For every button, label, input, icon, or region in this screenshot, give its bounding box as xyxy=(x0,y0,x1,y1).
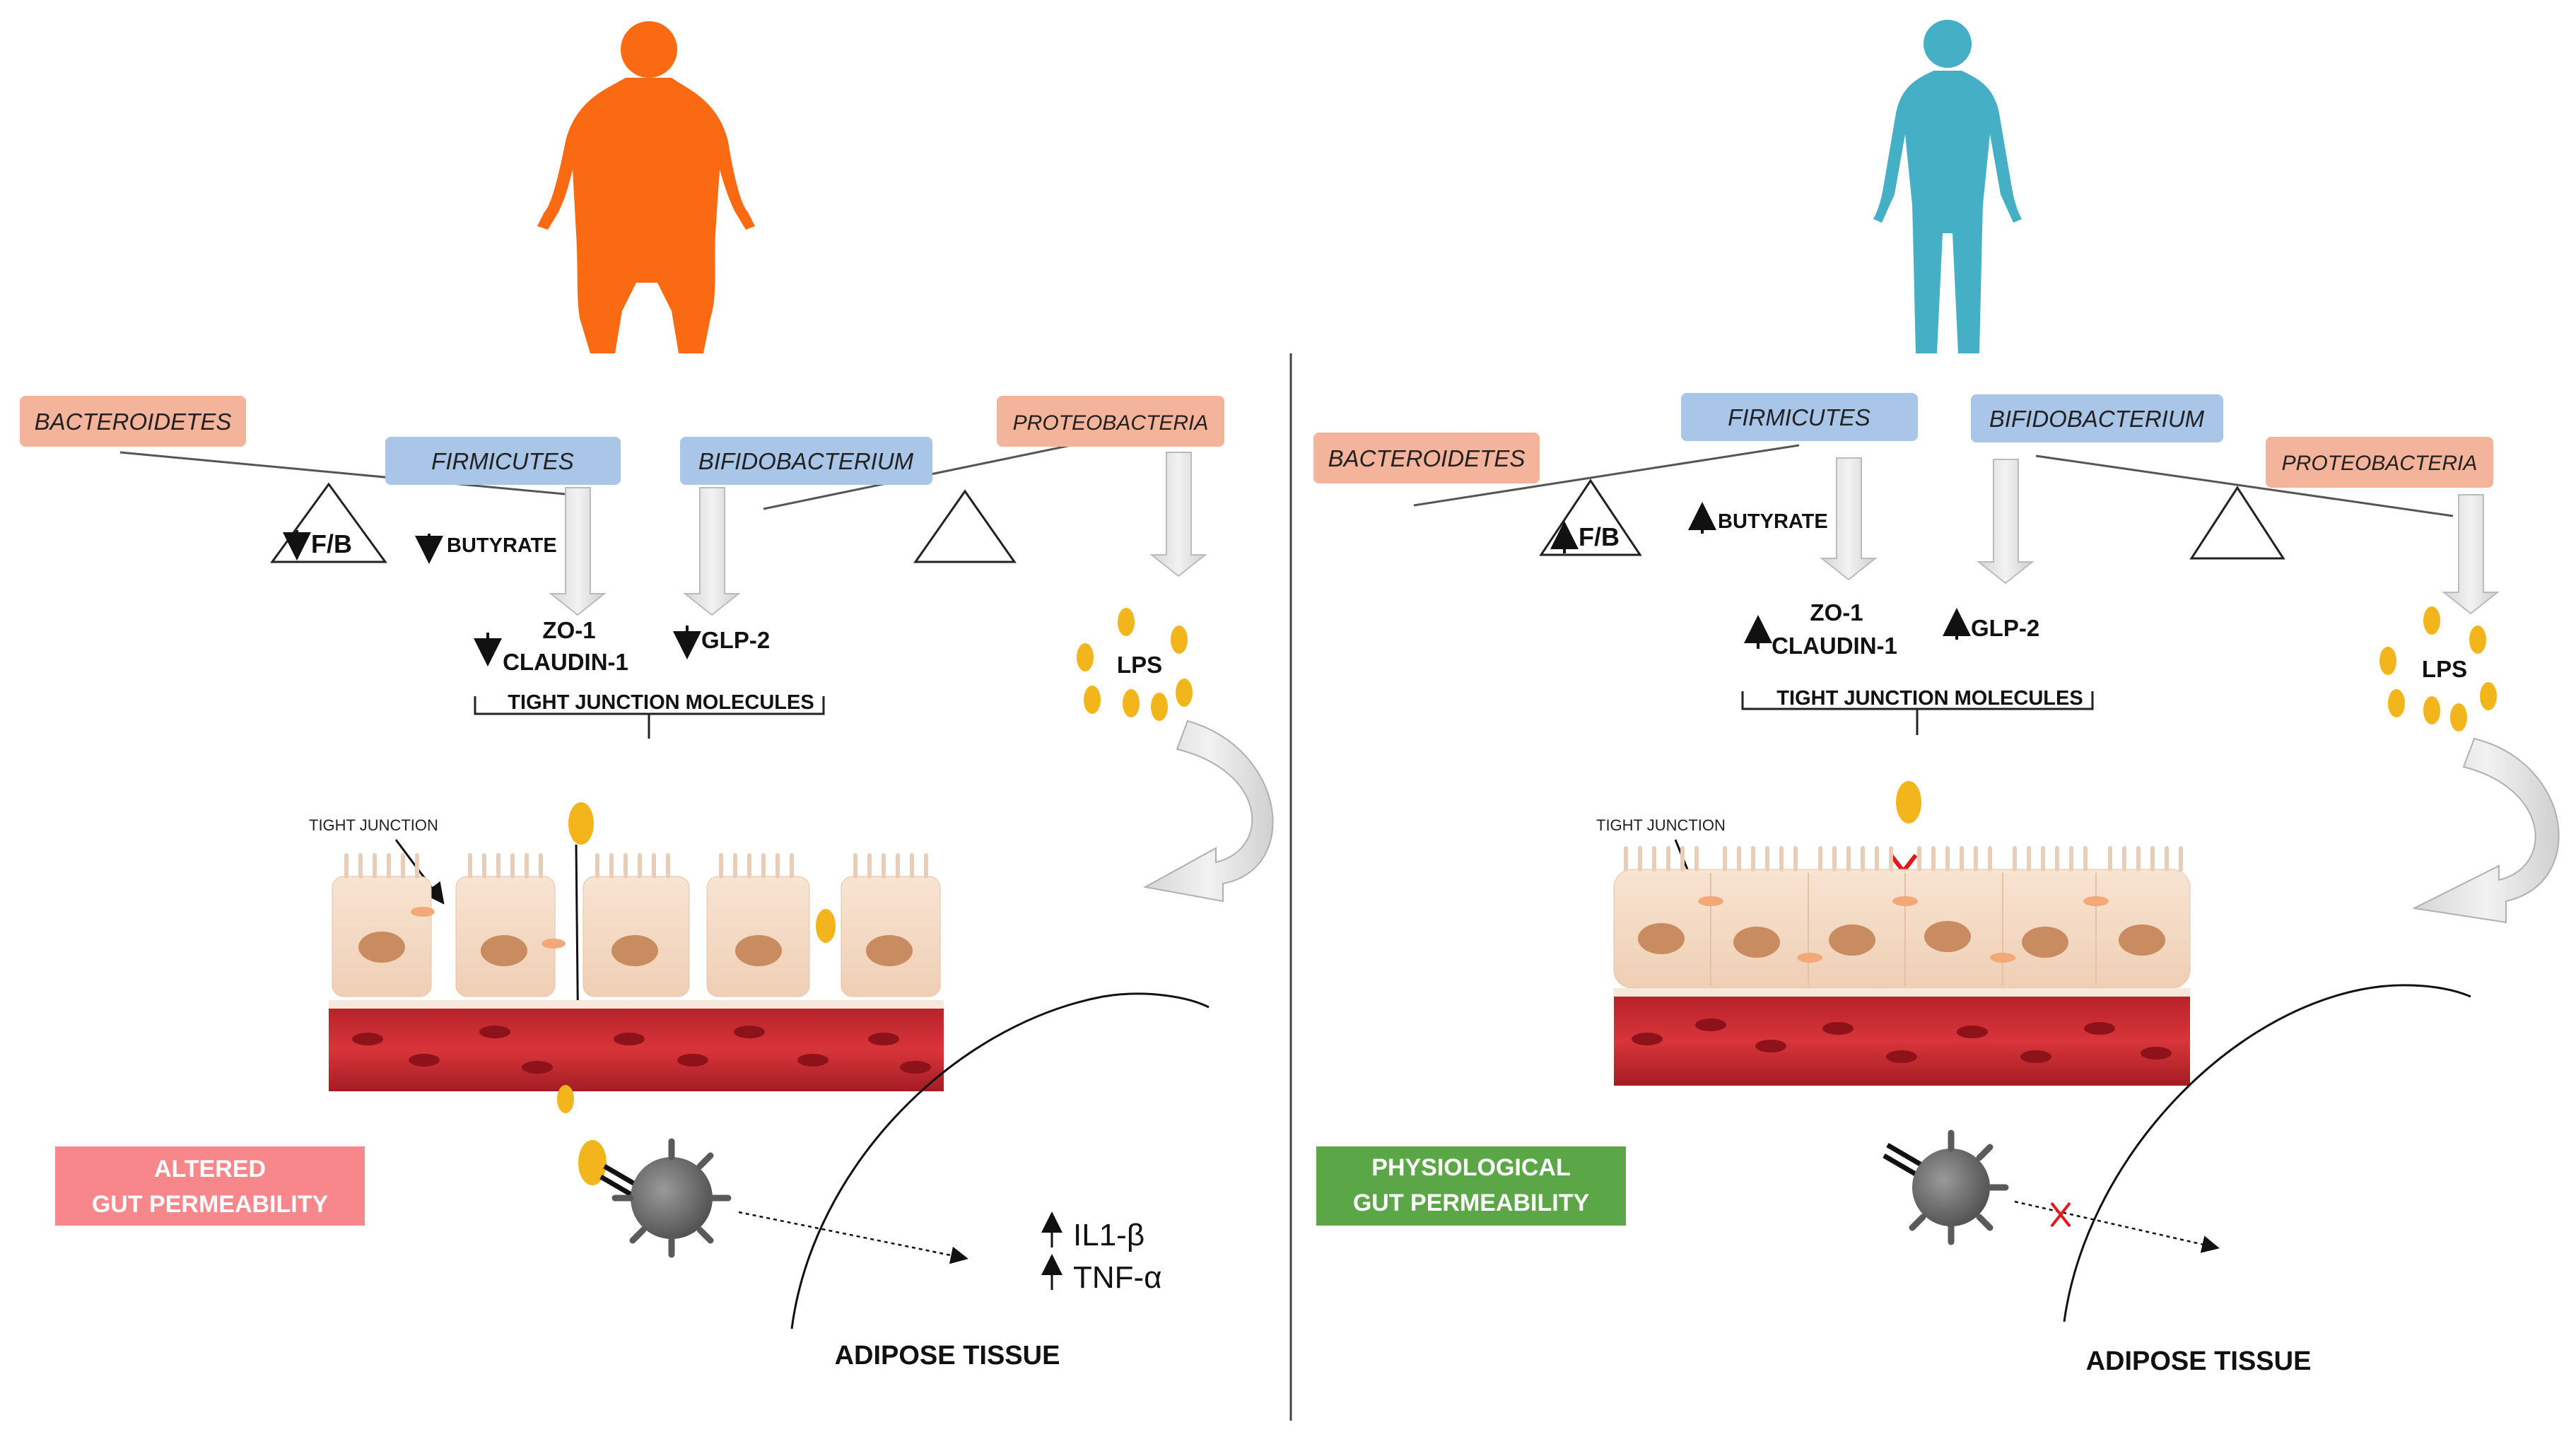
cytokine-arrow-icon xyxy=(738,1211,968,1264)
bifidobacterium-box-r xyxy=(1971,394,2223,442)
balance-beam-right-r xyxy=(2035,454,2454,517)
tj-bracket xyxy=(474,696,825,739)
physiological-line2: GUT PERMEABILITY xyxy=(1353,1190,1590,1216)
macrophage-icon-left xyxy=(611,1138,732,1258)
zo1-label-r: ZO-1 xyxy=(1810,599,1863,626)
adipose-label-left: ADIPOSE TISSUE xyxy=(835,1341,1060,1370)
firmicutes-label: FIRMICUTES xyxy=(431,448,574,474)
butyrate-label: BUTYRATE xyxy=(447,534,557,557)
lps-molecule-icon-r xyxy=(1896,781,1921,823)
balance-beam-left-r xyxy=(1413,444,1800,507)
il1b-label: IL1-β xyxy=(1073,1218,1144,1252)
lps-bound-icon xyxy=(578,1140,607,1185)
bacteroidetes-box xyxy=(20,396,246,447)
tj-bracket-r xyxy=(1741,691,2094,735)
proteobacteria-label: PROTEOBACTERIA xyxy=(1013,411,1209,435)
physiological-line1: PHYSIOLOGICAL xyxy=(1371,1154,1570,1181)
altered-line2: GUT PERMEABILITY xyxy=(92,1191,329,1218)
basement-membrane xyxy=(329,1000,944,1009)
blocked-cross-icon xyxy=(2050,1202,2071,1228)
pivot-triangle xyxy=(913,489,1017,563)
curved-arrow-icon-r xyxy=(2411,737,2560,924)
blood-vessel-left xyxy=(329,1009,944,1091)
proteobacteria-box-r xyxy=(2266,437,2493,488)
adipose-boundary xyxy=(790,992,1210,1329)
tight-junction-label-r: TIGHT JUNCTION xyxy=(1596,816,1726,834)
adipose-boundary-r xyxy=(2063,984,2471,1322)
claudin-label: CLAUDIN-1 xyxy=(503,649,628,675)
lps-label: LPS xyxy=(1117,652,1162,678)
firmicutes-box xyxy=(385,437,621,485)
bifido-grey-arrow-icon xyxy=(683,487,741,616)
lps-molecule-icon xyxy=(568,802,594,845)
lps-between-cells-icon xyxy=(816,909,836,943)
proteo-grey-arrow-icon xyxy=(1149,452,1207,577)
balance-beam-left xyxy=(119,451,573,496)
obese-person-icon xyxy=(537,21,755,353)
bifido-grey-arrow-icon-r xyxy=(1977,459,2035,585)
zo1-label: ZO-1 xyxy=(542,617,595,643)
altered-status-box xyxy=(55,1146,365,1226)
firmicutes-box-r xyxy=(1681,393,1918,441)
tight-junction-label: TIGHT JUNCTION xyxy=(309,816,438,834)
epithelial-cells-left xyxy=(332,853,941,997)
red-cells-left xyxy=(352,1026,931,1074)
lps-cluster-icon-r xyxy=(2379,606,2497,732)
tnfa-label: TNF-α xyxy=(1073,1260,1162,1295)
adipose-label-right: ADIPOSE TISSUE xyxy=(2086,1346,2312,1376)
basement-membrane-r xyxy=(1614,988,2190,997)
red-cells-right xyxy=(1632,1019,2172,1063)
proteo-grey-arrow-icon-r xyxy=(2442,494,2500,615)
left-panel: BACTEROIDETES FIRMICUTES BIFIDOBACTERIUM… xyxy=(20,21,1274,1370)
blood-vessel-right xyxy=(1614,997,2190,1086)
fb-label-r: F/B xyxy=(1579,522,1620,551)
lps-blood-icon xyxy=(557,1085,574,1113)
bifidobacterium-label: BIFIDOBACTERIUM xyxy=(698,448,914,474)
bacteroidetes-label-r: BACTEROIDETES xyxy=(1328,445,1526,471)
bifidobacterium-label-r: BIFIDOBACTERIUM xyxy=(1989,406,2205,432)
bacteroidetes-label: BACTEROIDETES xyxy=(35,409,232,435)
blocked-cytokine-arrow-icon xyxy=(2014,1200,2220,1253)
altered-line1: ALTERED xyxy=(154,1156,266,1182)
macrophage-icon-right xyxy=(1909,1129,2009,1245)
butyrate-label-r: BUTYRATE xyxy=(1718,510,1828,533)
pivot-triangle-r xyxy=(2189,486,2285,560)
claudin-label-r: CLAUDIN-1 xyxy=(1772,633,1897,659)
tj-molecules-label: TIGHT JUNCTION MOLECULES xyxy=(508,691,814,714)
glp2-label-r: GLP-2 xyxy=(1971,615,2039,641)
firmicutes-grey-arrow-icon-r xyxy=(1820,457,1878,581)
proteobacteria-box xyxy=(997,396,1224,447)
bifidobacterium-box xyxy=(680,437,932,485)
glp2-label: GLP-2 xyxy=(701,627,770,653)
epithelial-cells-right xyxy=(1613,846,2191,989)
lps-label-r: LPS xyxy=(2422,656,2467,682)
curved-arrow-icon xyxy=(1143,720,1274,903)
fb-label: F/B xyxy=(311,529,352,558)
proteobacteria-label-r: PROTEOBACTERIA xyxy=(2282,452,2478,475)
physiological-status-box xyxy=(1316,1146,1626,1226)
bacteroidetes-box-r xyxy=(1313,433,1540,483)
tj-molecules-label-r: TIGHT JUNCTION MOLECULES xyxy=(1776,687,2083,710)
lps-cluster-icon xyxy=(1077,608,1193,721)
firmicutes-grey-arrow-icon xyxy=(549,487,607,616)
right-panel: BACTEROIDETES FIRMICUTES BIFIDOBACTERIUM… xyxy=(1313,20,2560,1376)
firmicutes-label-r: FIRMICUTES xyxy=(1728,404,1870,430)
lean-person-icon xyxy=(1873,20,2022,353)
